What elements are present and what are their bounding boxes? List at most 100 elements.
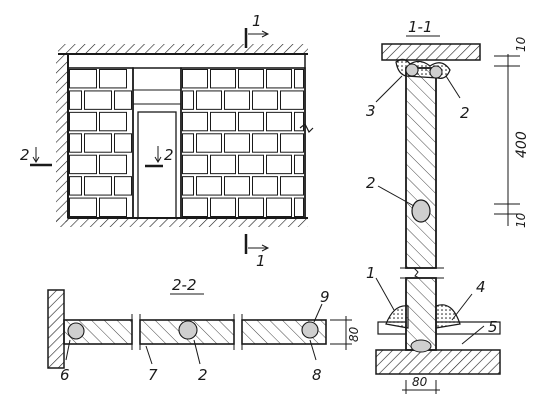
brick <box>69 111 97 132</box>
brick <box>182 69 208 89</box>
dimension-80-side: 80 <box>347 326 361 342</box>
mortar-spot-wall-joint <box>67 322 85 340</box>
section-2-2-title: 2-2 <box>172 276 197 294</box>
brick <box>210 154 236 175</box>
callout-4: 4 <box>476 278 486 296</box>
mortar-spot-end <box>301 321 319 339</box>
mortar-spot <box>429 65 443 79</box>
wall-panel-upper <box>405 67 437 269</box>
adjacent-wall <box>47 289 65 369</box>
brick <box>196 133 222 153</box>
dimension-400: 400 <box>514 131 530 158</box>
mortar-spot-middle <box>178 320 198 340</box>
brick <box>280 176 304 196</box>
callout-7: 7 <box>148 366 158 384</box>
brick <box>84 176 112 196</box>
callout-9: 9 <box>320 288 330 306</box>
brick <box>224 176 250 196</box>
ceiling-slab <box>381 43 481 61</box>
brick <box>182 90 194 110</box>
bottom-mortar-right <box>435 304 461 329</box>
brick <box>294 197 304 217</box>
left-wall-hatch <box>56 54 68 222</box>
section-mark-1-bottom-label: 1 <box>256 252 266 270</box>
wall-elevation: 1 1 2 2 <box>20 12 314 270</box>
brick <box>99 69 127 89</box>
brick <box>294 111 304 132</box>
brick <box>69 154 97 175</box>
brick <box>280 133 304 153</box>
brick <box>238 197 264 217</box>
brick <box>182 133 194 153</box>
section-mark-1-top-label: 1 <box>252 12 262 30</box>
brick <box>210 197 236 217</box>
callout-2-plan: 2 <box>198 366 208 384</box>
brick <box>99 154 127 175</box>
brick <box>69 69 97 89</box>
brick <box>69 176 82 196</box>
brick-panel-left <box>67 67 134 219</box>
callout-8: 8 <box>312 366 322 384</box>
brick <box>196 176 222 196</box>
floor-slab <box>375 349 501 375</box>
brick <box>210 111 236 132</box>
base-mortar-spot <box>410 339 432 353</box>
section-1-1: 1-1 10 400 10 80 <box>366 18 530 394</box>
brick <box>196 90 222 110</box>
section-mark-2-right-label: 2 <box>164 146 174 164</box>
brick <box>224 90 250 110</box>
dimension-10-top: 10 <box>514 36 528 52</box>
brick <box>280 90 304 110</box>
brick <box>114 176 132 196</box>
wall-panel-lower <box>405 277 437 351</box>
dimension-10-bottom: 10 <box>514 212 528 228</box>
brick <box>114 133 132 153</box>
brick-panel-right <box>180 67 306 219</box>
brick <box>114 90 132 110</box>
brick <box>182 154 208 175</box>
brick <box>266 111 292 132</box>
section-mark-2-left-label: 2 <box>20 146 30 164</box>
brick <box>99 111 127 132</box>
brick <box>69 90 82 110</box>
bottom-mortar-left <box>385 305 409 329</box>
callout-1: 1 <box>366 264 376 282</box>
brick <box>84 90 112 110</box>
brick <box>182 176 194 196</box>
brick <box>266 154 292 175</box>
brick <box>294 69 304 89</box>
door-panel <box>132 67 182 219</box>
brick <box>266 197 292 217</box>
brick <box>252 90 278 110</box>
section-1-1-title: 1-1 <box>408 18 433 36</box>
brick <box>238 69 264 89</box>
callout-6: 6 <box>60 366 70 384</box>
callout-3: 3 <box>366 102 376 120</box>
callout-5: 5 <box>488 318 498 336</box>
brick <box>69 197 97 217</box>
brick <box>294 154 304 175</box>
mortar-spot <box>405 63 419 77</box>
top-mortar-joint <box>395 58 451 79</box>
brick <box>210 69 236 89</box>
ceiling-hatch <box>58 44 308 54</box>
brick <box>99 197 127 217</box>
brick <box>238 111 264 132</box>
brick <box>252 176 278 196</box>
brick <box>69 133 82 153</box>
section-2-2: 2-2 80 9 6 7 2 8 <box>47 276 361 384</box>
callout-2-mid: 2 <box>366 174 376 192</box>
panel-outline <box>180 67 306 219</box>
brick <box>182 111 208 132</box>
mid-mortar-spot <box>411 199 431 223</box>
brick <box>238 154 264 175</box>
dimension-80-bottom: 80 <box>412 375 428 389</box>
floor-hatch <box>56 218 308 227</box>
brick <box>266 69 292 89</box>
brick <box>252 133 278 153</box>
brick <box>224 133 250 153</box>
brick <box>182 197 208 217</box>
brick <box>84 133 112 153</box>
callout-2-top: 2 <box>460 104 470 122</box>
